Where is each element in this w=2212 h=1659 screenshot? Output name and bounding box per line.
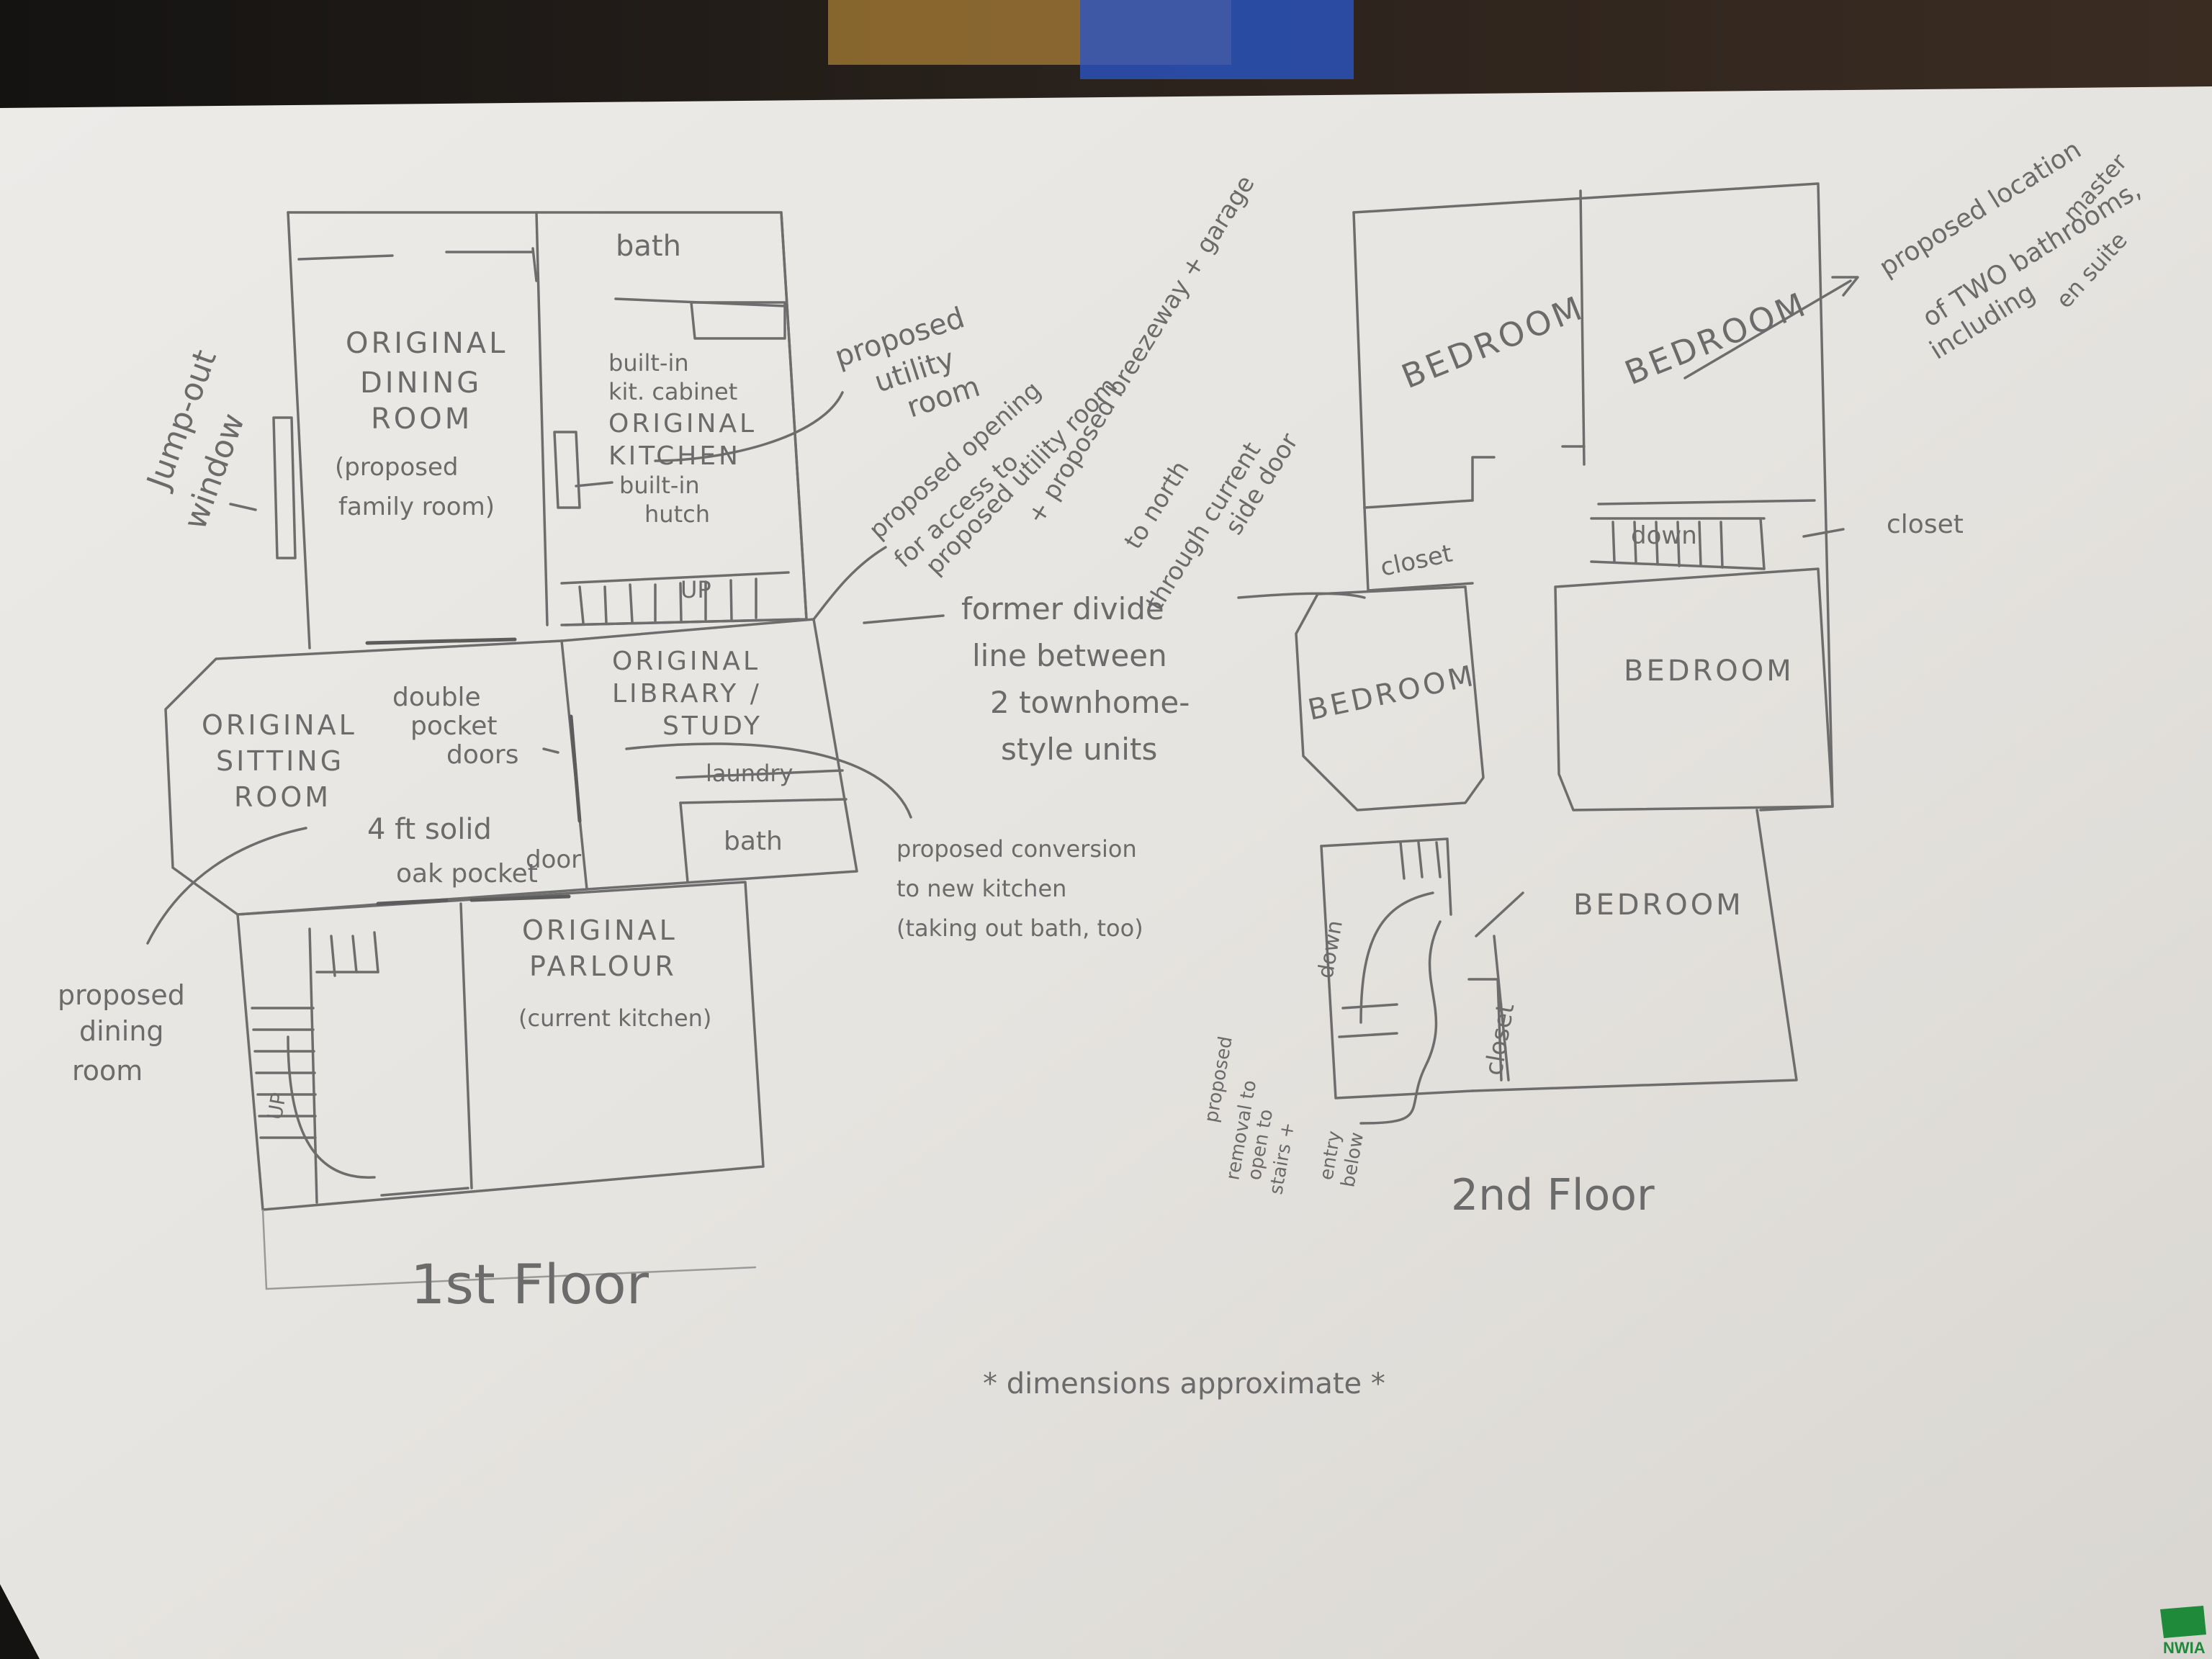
label-dining-3: ROOM — [371, 403, 472, 436]
note-divide-3: 2 townhome- — [990, 685, 1190, 720]
label-parlour-3: (current kitchen) — [518, 1004, 711, 1032]
label-kitchen-2: kit. cabinet — [608, 378, 737, 405]
second-floor-title: 2nd Floor — [1451, 1170, 1655, 1220]
note-divide-1: former divide — [961, 591, 1164, 626]
note-conversion-2: to new kitchen — [896, 875, 1066, 902]
label-dining-4: (proposed — [335, 453, 458, 482]
label-library-2: LIBRARY / — [612, 679, 762, 709]
label-stairs-up-top: UP — [680, 576, 711, 603]
note-dining-room-3: room — [72, 1055, 143, 1087]
note-conversion-1: proposed conversion — [896, 835, 1137, 863]
label-library-3: STUDY — [662, 711, 763, 741]
label-bedroom-br: BEDROOM — [1573, 889, 1744, 922]
label-sitting-3: ROOM — [234, 781, 331, 813]
monitor-blue — [1080, 0, 1354, 79]
label-stairs-up-bottom: UP — [263, 1091, 291, 1122]
label-bath-top: bath — [616, 230, 681, 263]
first-floor-title: 1st Floor — [410, 1252, 649, 1316]
label-parlour-2: PARLOUR — [529, 950, 677, 982]
label-pocket-1: double — [392, 683, 481, 712]
label-hutch-1: built-in — [619, 472, 700, 499]
label-kitchen-3: ORIGINAL — [608, 409, 757, 439]
label-dining-1: ORIGINAL — [346, 327, 508, 360]
label-parlour-1: ORIGINAL — [522, 914, 678, 946]
label-bedroom-mr: BEDROOM — [1624, 655, 1794, 688]
label-kitchen-1: built-in — [608, 349, 689, 377]
label-closet-right: closet — [1887, 510, 1964, 539]
footnote-dimensions: * dimensions approximate * — [983, 1367, 1385, 1401]
label-sitting-2: SITTING — [216, 745, 344, 777]
label-stairs-down-top: down — [1631, 521, 1697, 550]
note-conversion-3: (taking out bath, too) — [896, 914, 1143, 942]
label-pocket-2: pocket — [410, 711, 498, 741]
label-oak-1: 4 ft solid — [367, 813, 492, 846]
label-pocket-3: doors — [446, 740, 518, 770]
note-dining-room-1: proposed — [58, 979, 185, 1011]
note-divide-4: style units — [1001, 732, 1157, 767]
label-oak-3: door — [526, 845, 581, 874]
label-sitting-1: ORIGINAL — [202, 709, 357, 741]
second-floor-plan — [1237, 182, 1859, 1125]
note-divide-2: line between — [972, 638, 1167, 673]
first-floor-plan — [146, 211, 945, 1290]
paper-sheet — [0, 86, 2212, 1659]
label-hutch-2: hutch — [644, 500, 710, 528]
label-oak-2: oak pocket — [396, 859, 538, 889]
watermark-text: NWIA — [2163, 1639, 2206, 1657]
label-dining-2: DINING — [360, 367, 482, 400]
label-bath-lower: bath — [724, 827, 783, 856]
label-laundry: laundry — [706, 760, 793, 787]
label-kitchen-4: KITCHEN — [608, 441, 741, 471]
label-dining-5: family room) — [338, 493, 495, 521]
nwia-logo: NWIA — [2160, 1606, 2206, 1657]
note-dining-room-2: dining — [79, 1015, 164, 1047]
label-library-1: ORIGINAL — [612, 647, 760, 676]
